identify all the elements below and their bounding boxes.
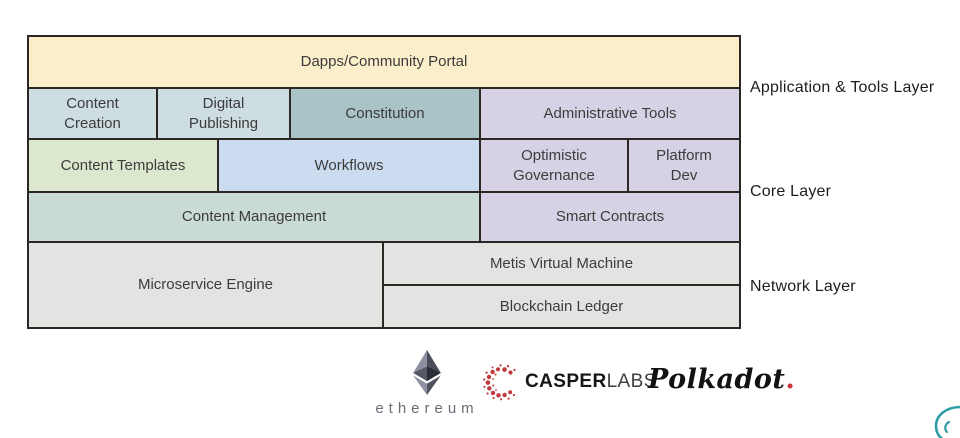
network-layer-label: Network Layer [750,278,856,295]
ethereum-wordmark: ethereum [375,400,479,417]
cell-content-management: Content Management [28,192,480,242]
cell-optimistic-governance: Optimistic Governance [480,139,628,192]
casperlabs-dotted-c-icon [483,363,516,400]
cell-platform-dev: Platform Dev [628,139,740,192]
application-tools-layer-label: Application & Tools Layer [750,79,935,96]
cell-label: Microservice Engine [137,276,274,294]
cell-constitution: Constitution [290,88,480,139]
ethereum-diamond-icon [413,350,441,395]
cell-label: Content Templates [60,156,186,174]
cell-label: Administrative Tools [543,104,677,122]
cell-label: Metis Virtual Machine [489,254,634,272]
casperlabs-wordmark: CASPERLABS [525,371,657,393]
cell-content-templates: Content Templates [28,139,218,192]
cell-label: Workflows [314,156,384,174]
ethereum-logo: ethereum [370,350,484,417]
cell-blockchain-ledger: Blockchain Ledger [383,285,740,328]
polkadot-wordmark: Polkadot [648,363,786,395]
casperlabs-wordmark-light: LABS [606,371,657,392]
casperlabs-logo: CASPERLABS [483,363,657,401]
cell-smart-contracts: Smart Contracts [480,192,740,242]
corner-partial-logo-icon [934,405,960,438]
core-layer-label: Core Layer [750,183,832,200]
cell-label: Smart Contracts [555,208,665,226]
cell-content-creation: Content Creation [28,88,157,139]
cell-label: Content Creation [64,95,121,132]
cell-label: Dapps/Community Portal [300,53,468,71]
cell-digital-publishing: Digital Publishing [157,88,290,139]
cell-label: Platform Dev [656,147,712,184]
cell-label: Content Management [181,208,327,226]
polkadot-logo: Polkadot. [648,360,795,398]
polkadot-period: . [785,363,796,395]
cell-metis-virtual-machine: Metis Virtual Machine [383,242,740,285]
cell-label: Constitution [345,104,425,122]
cell-workflows: Workflows [218,139,480,192]
cell-label: Blockchain Ledger [499,297,624,315]
cell-label: Digital Publishing [188,95,259,132]
cell-microservice-engine: Microservice Engine [28,242,383,328]
cell-dapps-community-portal: Dapps/Community Portal [28,36,740,88]
cell-administrative-tools: Administrative Tools [480,88,740,139]
cell-label: Optimistic Governance [513,147,595,184]
casperlabs-wordmark-bold: CASPER [525,371,607,392]
